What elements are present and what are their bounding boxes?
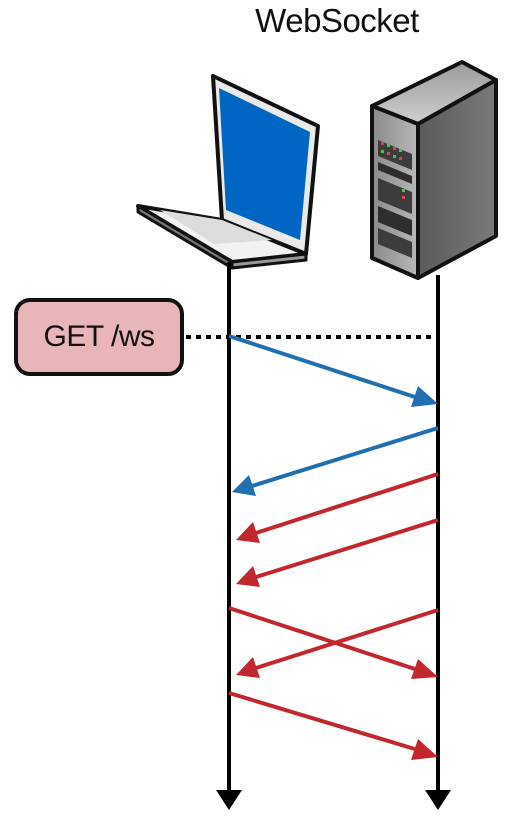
message-arrow-5 xyxy=(228,606,438,679)
client-lifeline xyxy=(216,262,242,810)
message-arrows xyxy=(228,334,439,760)
server-lifeline xyxy=(425,275,451,810)
message-arrow-3 xyxy=(236,472,439,543)
message-arrow-7 xyxy=(228,691,438,760)
message-arrow-1 xyxy=(228,334,438,407)
request-label: GET /ws xyxy=(43,320,155,353)
request-label-box: GET /ws xyxy=(14,298,184,376)
laptop-icon xyxy=(136,74,320,270)
message-arrow-6 xyxy=(236,608,439,678)
server-tower-icon xyxy=(370,60,498,280)
message-arrow-4 xyxy=(236,518,439,587)
message-arrow-2 xyxy=(232,426,439,496)
diagram-title: WebSocket xyxy=(255,2,419,39)
